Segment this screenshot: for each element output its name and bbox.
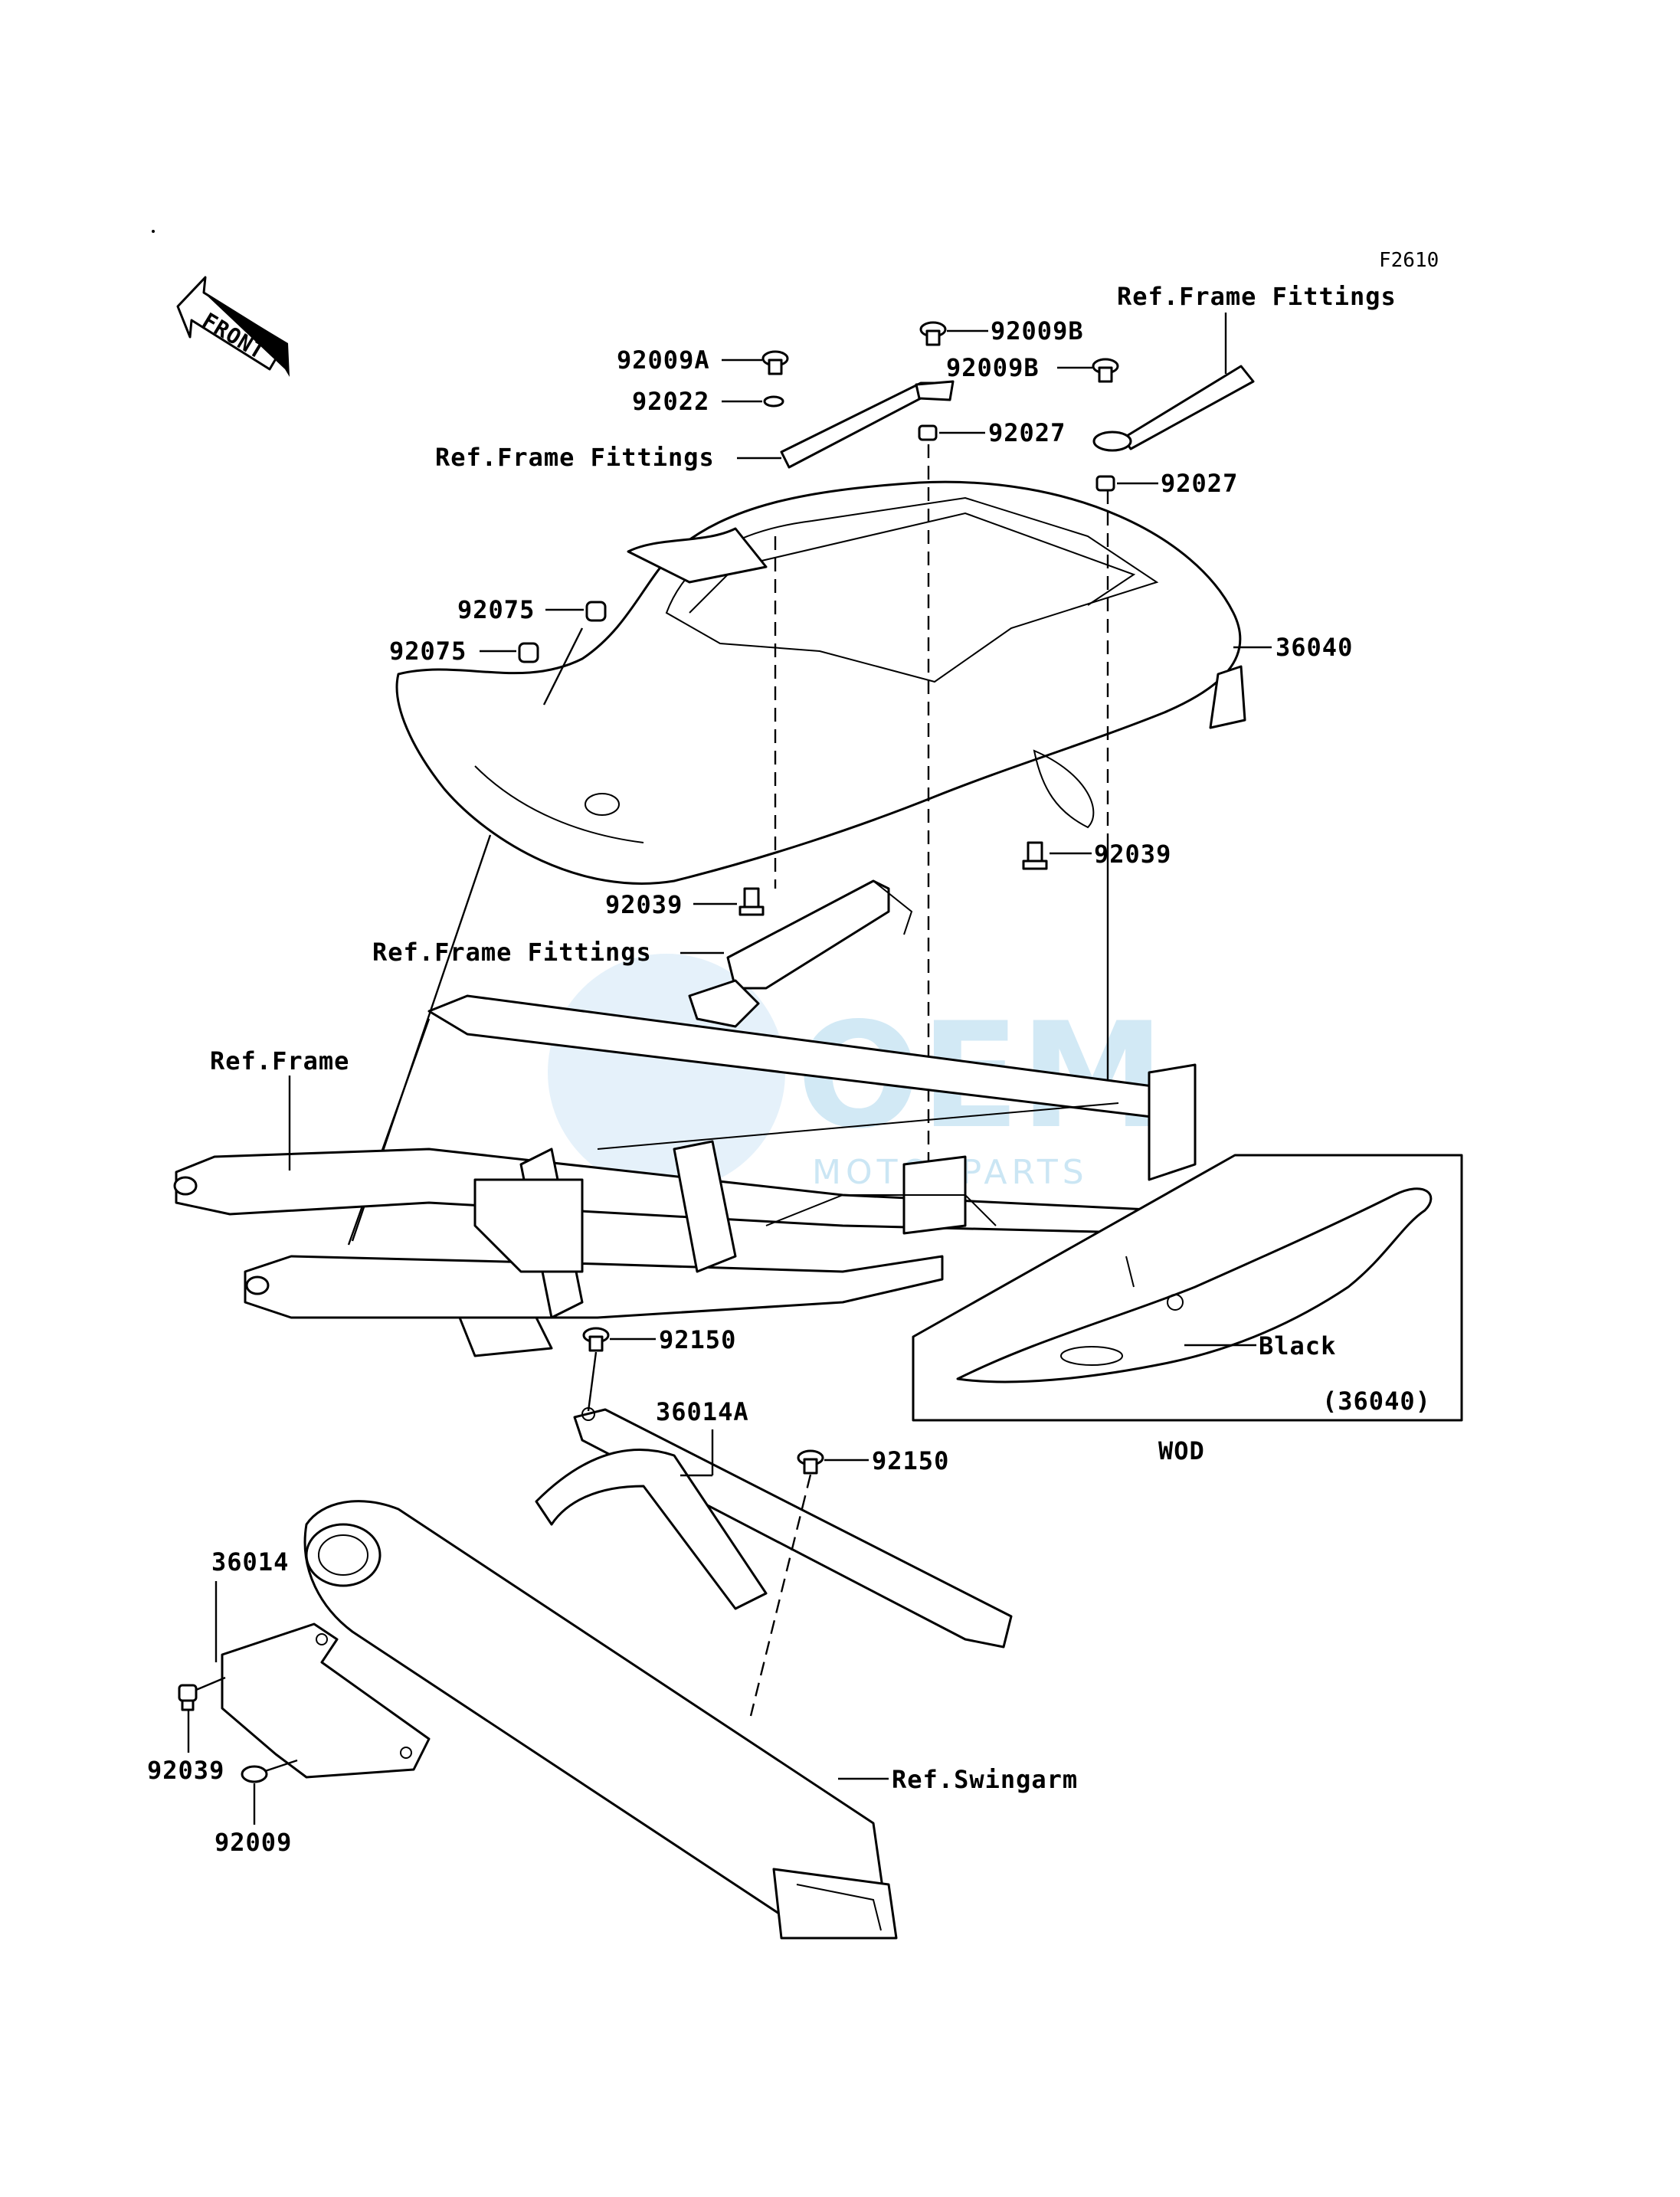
frame	[173, 994, 1197, 1357]
callout-92039-1: 92039	[605, 890, 683, 919]
callout-ref-frame: Ref.Frame	[210, 1046, 349, 1076]
bolt-92009b-2	[1092, 358, 1119, 383]
callout-ref-swingarm: Ref.Swingarm	[892, 1765, 1078, 1794]
callout-92027-1: 92027	[988, 418, 1066, 447]
callout-92150-2: 92150	[872, 1446, 949, 1475]
callout-92075-2: 92075	[389, 637, 467, 666]
callout-36014: 36014	[211, 1547, 289, 1577]
bolt-92009b-1	[919, 321, 947, 346]
clip-92039-3	[178, 1684, 198, 1711]
ref-strap-2	[1122, 365, 1255, 450]
swingarm	[303, 1500, 898, 1940]
inset-wod	[912, 1154, 1463, 1422]
callout-92009b-2: 92009B	[946, 353, 1040, 382]
callout-92027-2: 92027	[1161, 469, 1238, 498]
grommet-92075-2	[518, 642, 539, 663]
callout-ref-frame-fittings-top: Ref.Frame Fittings	[1117, 282, 1397, 311]
clip-92039-2	[1022, 841, 1048, 870]
front-arrow-icon: FRONT	[176, 276, 290, 377]
callout-92039-3: 92039	[147, 1756, 224, 1785]
inset-color-label: Black	[1259, 1331, 1336, 1360]
inset-part-ref: (36040)	[1322, 1387, 1431, 1416]
corner-dot	[152, 230, 155, 233]
callout-ref-frame-fittings-mid: Ref.Frame Fittings	[435, 443, 715, 472]
callout-36014a: 36014A	[656, 1397, 749, 1426]
callout-92150-1: 92150	[659, 1325, 736, 1354]
callout-ref-frame-fittings-left: Ref.Frame Fittings	[372, 938, 652, 967]
clip-92039-1	[738, 887, 765, 916]
collar-92027-2	[1095, 475, 1115, 492]
callout-92009: 92009	[215, 1828, 292, 1857]
bolt-92150-2	[797, 1449, 824, 1475]
callout-92022: 92022	[632, 387, 709, 416]
rear-seat-cover-36040	[395, 480, 1246, 885]
inset-variant-label: WOD	[1158, 1436, 1205, 1465]
seat-bracket	[688, 879, 913, 1028]
callout-92075-1: 92075	[457, 595, 535, 624]
chain-guard-36014a	[535, 1407, 1013, 1649]
washer-92022	[763, 395, 784, 408]
callout-92009b-1: 92009B	[991, 316, 1084, 345]
figure-code: F2610	[1379, 249, 1439, 272]
grommet-92075-1	[585, 601, 607, 622]
callout-36040: 36040	[1276, 633, 1353, 662]
callout-92039-2: 92039	[1094, 840, 1171, 869]
collar-92027-1	[918, 424, 938, 441]
bolt-92009a	[761, 350, 789, 375]
bolt-92009	[241, 1765, 268, 1783]
callout-92009a: 92009A	[617, 345, 710, 375]
bolt-92150-1	[582, 1327, 610, 1352]
chain-cover-36014	[221, 1622, 431, 1779]
